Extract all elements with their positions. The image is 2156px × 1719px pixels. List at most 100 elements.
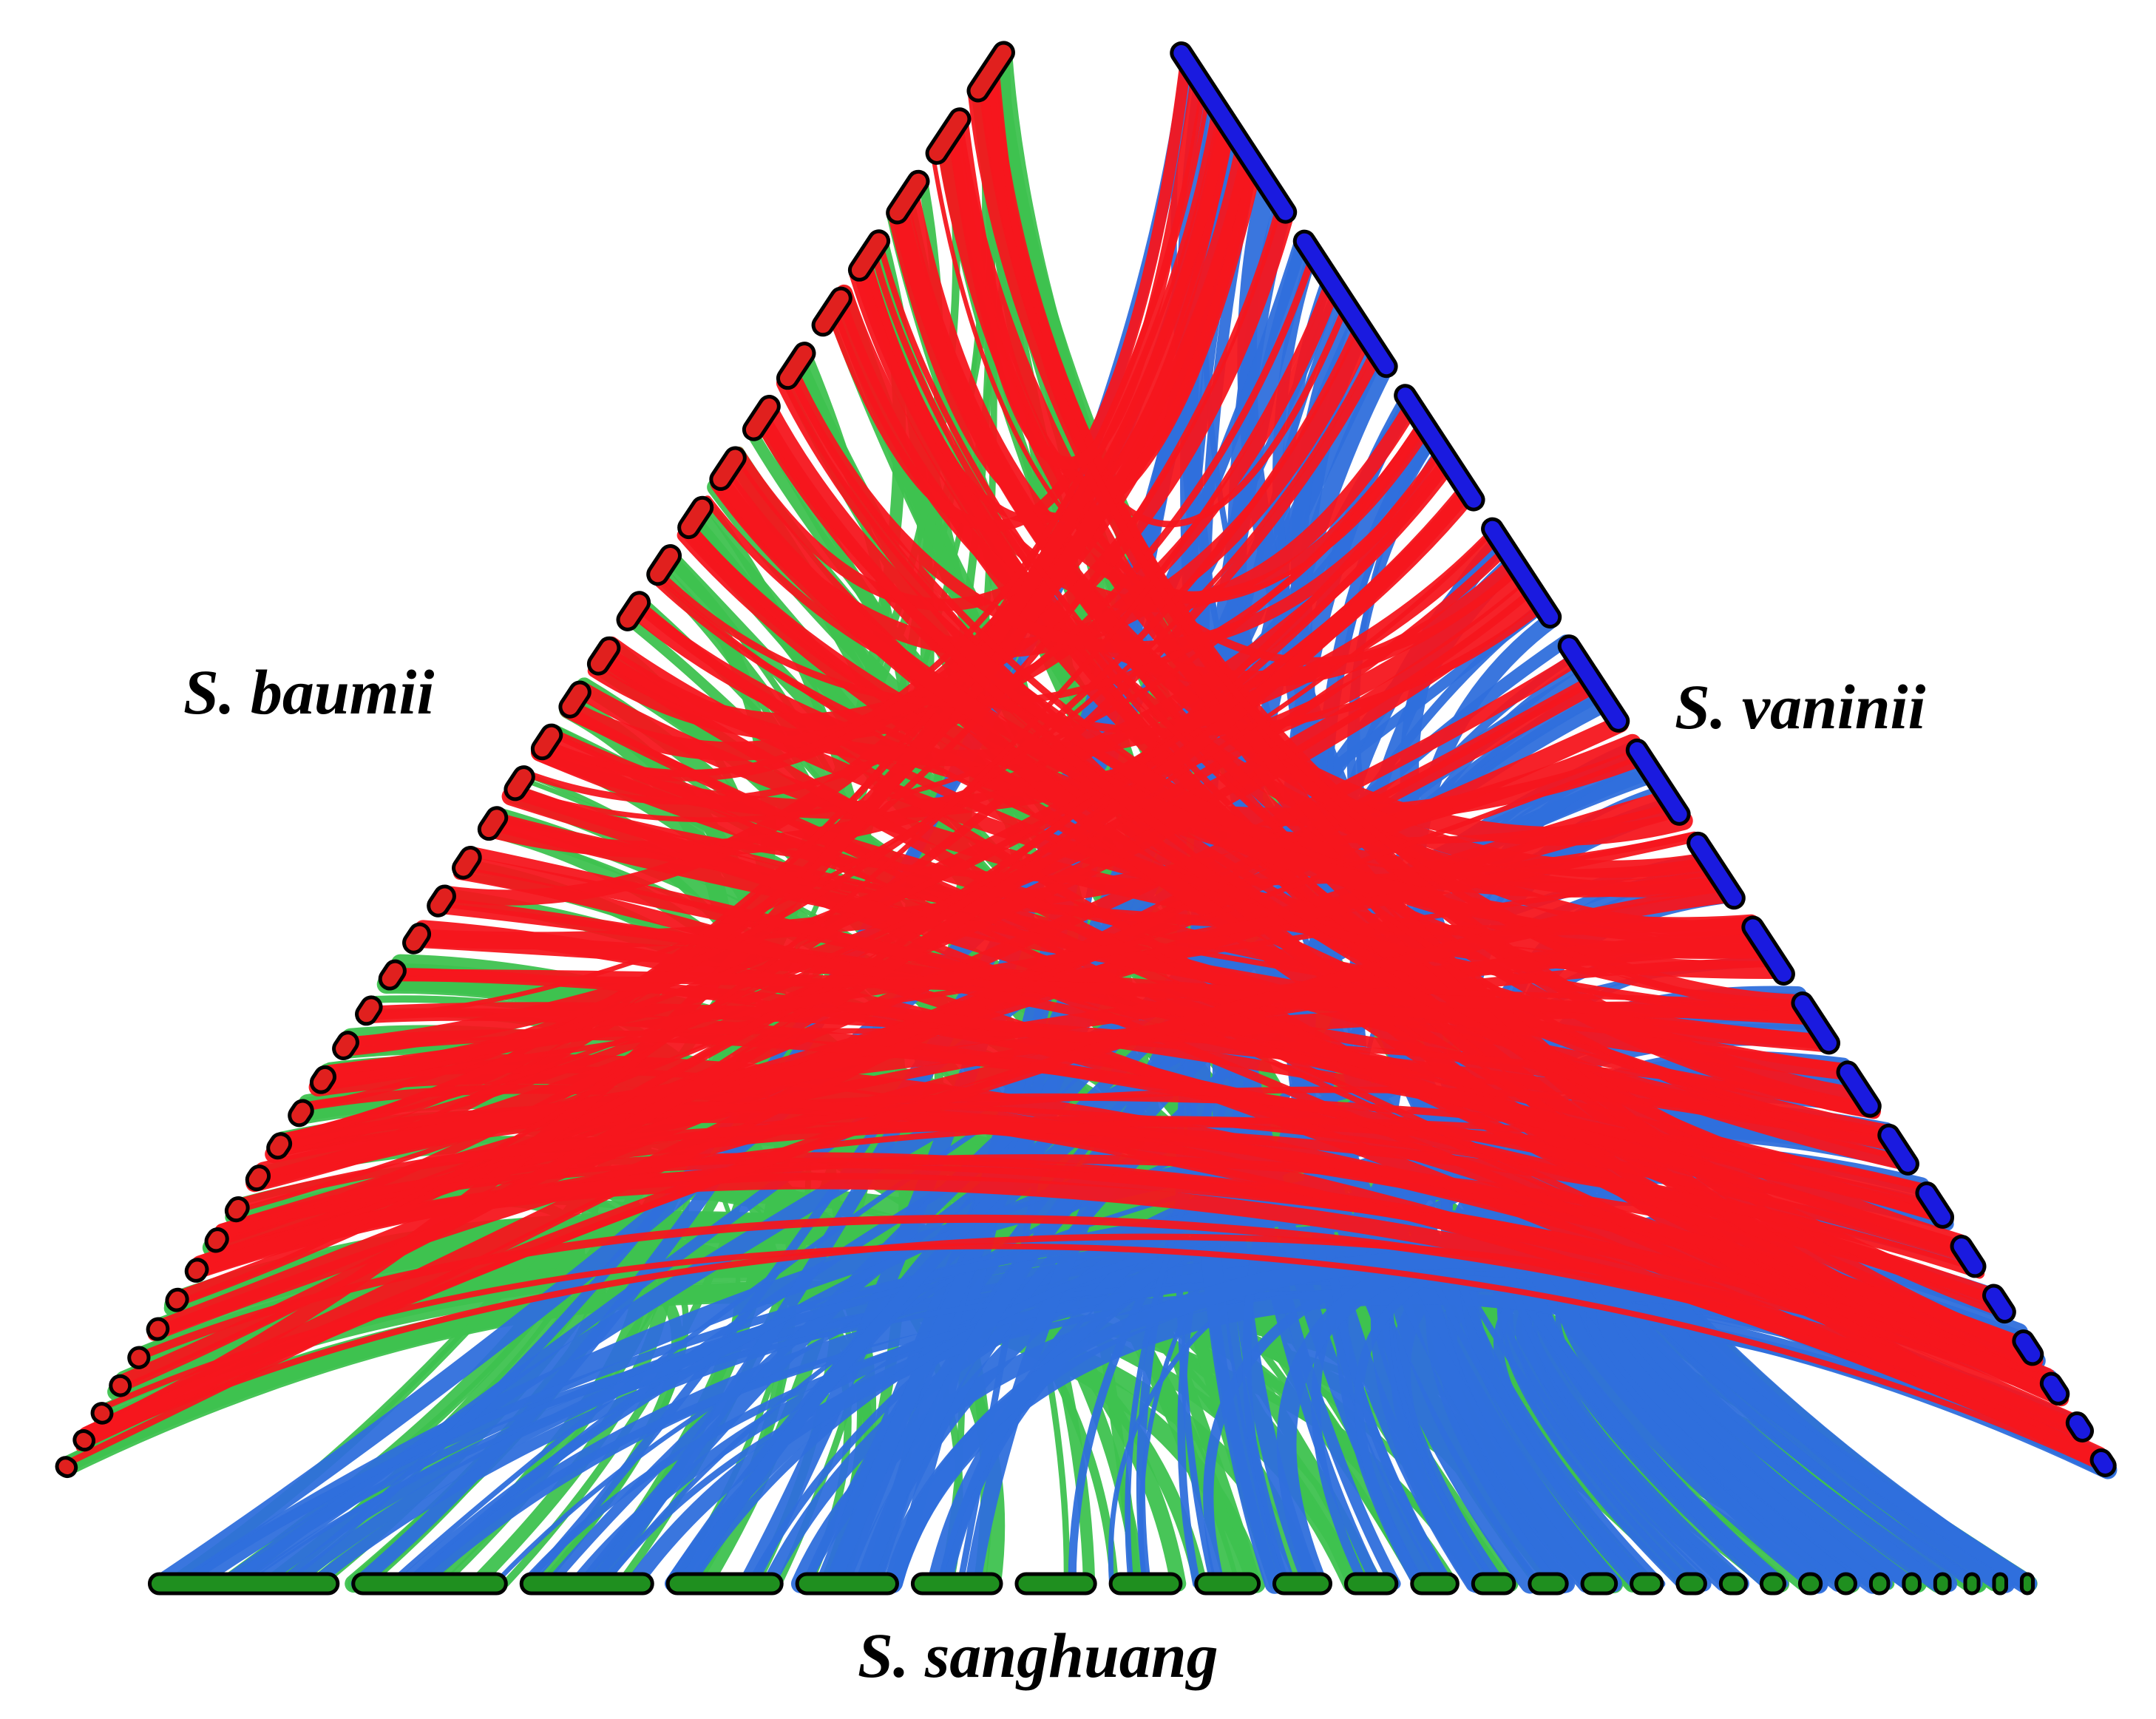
chromosome-baumii: [586, 636, 621, 676]
chromosome-baumii: [504, 765, 535, 801]
chromosome-baumii: [558, 680, 591, 719]
chromosome-baumii: [90, 1402, 114, 1425]
chromosome-sanghuang: [147, 1572, 340, 1596]
link-baumii-vaninii: [324, 831, 1700, 1076]
link-baumii-vaninii: [758, 399, 1777, 959]
chromosome-baumii: [616, 591, 651, 631]
link-baumii-vaninii: [236, 1122, 1985, 1279]
chromosome-baumii: [530, 723, 563, 761]
chromosome-sanghuang: [1108, 1572, 1183, 1596]
chromosome-sanghuang: [1528, 1572, 1569, 1596]
chromosome-baumii: [709, 446, 747, 491]
chromosome-baumii: [402, 922, 432, 955]
chromosome-vaninii: [1836, 1060, 1882, 1118]
link-baumii-vaninii: [282, 528, 1496, 1141]
link-baumii-vaninii: [786, 365, 1451, 654]
chromosome-baumii: [127, 1346, 151, 1369]
link-baumii-vaninii: [968, 88, 2038, 1359]
chromosome-sanghuang: [519, 1572, 654, 1596]
chromosome-vaninii: [1791, 991, 1840, 1055]
chromosome-baumii: [776, 342, 816, 390]
chromosome-baumii: [288, 1099, 314, 1128]
chromosome-baumii: [886, 169, 930, 225]
chromosome-sanghuang: [665, 1572, 784, 1596]
link-baumii-vaninii: [172, 275, 1332, 1307]
chromosome-vaninii: [1625, 738, 1691, 826]
chromosome-vaninii: [1982, 1284, 2016, 1324]
chromosome-sanghuang: [2019, 1572, 2035, 1596]
chromosome-sanghuang: [1410, 1572, 1460, 1596]
link-baumii-vaninii: [992, 61, 1350, 528]
chromosome-sanghuang: [1834, 1572, 1857, 1596]
chromosome-sanghuang: [1343, 1572, 1399, 1596]
chromosome-baumii: [452, 846, 482, 880]
chromosome-baumii: [204, 1227, 229, 1253]
chromosome-vaninii: [1292, 229, 1398, 379]
chromosome-vaninii: [2039, 1372, 2070, 1406]
link-baumii-vaninii: [468, 847, 1967, 1251]
chromosome-sanghuang: [795, 1572, 899, 1596]
chromosome-sanghuang: [1759, 1572, 1786, 1596]
chromosome-baumii: [925, 107, 972, 165]
chromosome-baumii: [355, 995, 383, 1026]
link-baumii-vaninii: [946, 70, 1204, 470]
chromosome-baumii: [309, 1065, 337, 1094]
chromosome-baumii: [165, 1287, 189, 1312]
chromosome-baumii: [677, 495, 714, 540]
chromosome-baumii: [646, 544, 682, 586]
synteny-links: [57, 43, 2118, 1594]
link-baumii-vaninii: [980, 78, 1811, 1014]
chromosome-baumii: [72, 1429, 96, 1452]
chromosome-sanghuang: [1580, 1572, 1618, 1596]
chromosome-baumii: [811, 286, 852, 337]
link-baumii-vaninii: [77, 1233, 2064, 1450]
chromosome-baumii: [332, 1031, 359, 1060]
chromosome-sanghuang: [1992, 1572, 2008, 1596]
chromosome-baumii: [55, 1456, 78, 1479]
link-baumii-vaninii: [79, 889, 1739, 1444]
link-baumii-vaninii: [759, 410, 1949, 1224]
chromosome-vaninii: [1950, 1234, 1987, 1278]
chromosome-baumii: [427, 884, 456, 918]
chromosome-baumii: [742, 395, 781, 441]
link-baumii-vaninii: [713, 467, 1761, 937]
chromosome-vaninii: [1687, 831, 1746, 910]
chromosome-sanghuang: [1797, 1572, 1823, 1596]
chromosome-sanghuang: [1933, 1572, 1952, 1596]
link-baumii-vaninii: [192, 1173, 2092, 1440]
chromosome-vaninii: [1481, 517, 1562, 629]
chromosome-vaninii: [1915, 1181, 1954, 1229]
species-label-baumii: S. baumii: [183, 657, 434, 728]
link-baumii-vaninii: [876, 237, 1908, 1162]
chromosome-vaninii: [1557, 634, 1630, 733]
chromosome-vaninii: [2065, 1411, 2094, 1442]
chromosome-baumii: [477, 806, 509, 841]
chromosome-baumii: [966, 41, 1015, 103]
chromosome-vaninii: [1877, 1123, 1919, 1176]
chromosome-sanghuang: [1718, 1572, 1748, 1596]
chromosome-baumii: [245, 1164, 271, 1192]
link-baumii-vaninii: [435, 897, 1948, 1223]
link-baumii-vaninii: [217, 1157, 2052, 1384]
chromosome-vaninii: [1170, 41, 1298, 224]
chromosome-vaninii: [2012, 1329, 2044, 1366]
chromosome-sanghuang: [1471, 1572, 1516, 1596]
chromosome-baumii: [378, 959, 407, 991]
chromosome-sanghuang: [1630, 1572, 1664, 1596]
species-label-vaninii: S. vaninii: [1675, 671, 1925, 742]
link-baumii-vaninii: [387, 976, 1806, 1006]
chromosome-sanghuang: [910, 1572, 1003, 1596]
chromosome-vaninii: [1394, 384, 1485, 512]
chromosome-baumii: [109, 1374, 132, 1397]
chromosome-baumii: [146, 1317, 170, 1341]
chromosome-sanghuang: [1902, 1572, 1922, 1596]
chromosome-sanghuang: [1272, 1572, 1333, 1596]
chromosomes: [55, 41, 2117, 1596]
link-baumii-vaninii: [906, 184, 1431, 604]
chromosome-sanghuang: [1675, 1572, 1707, 1596]
chromosome-baumii: [184, 1258, 209, 1283]
chromosome-vaninii: [2089, 1448, 2117, 1477]
chromosome-baumii: [224, 1196, 250, 1223]
link-vaninii-sanghuang: [926, 1110, 1899, 1592]
